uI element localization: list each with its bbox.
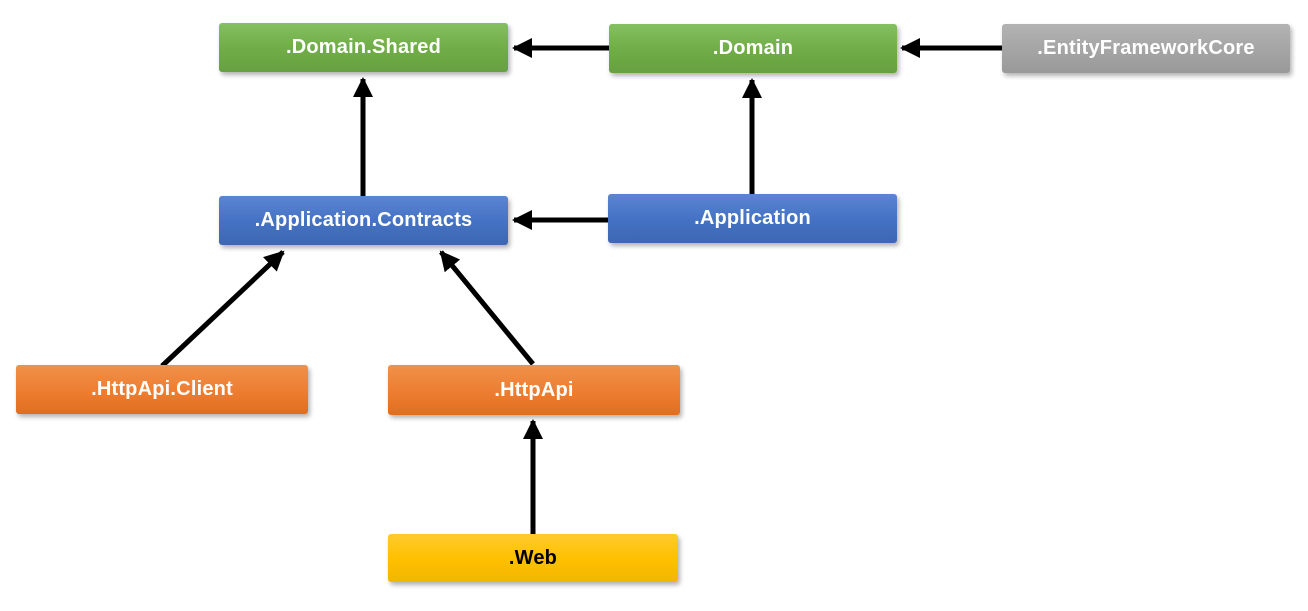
node-domain-label: .Domain — [712, 37, 794, 59]
node-httpapi-client: .HttpApi.Client — [16, 365, 308, 414]
node-httpapi-label: .HttpApi — [494, 378, 574, 401]
node-domain-shared-label: .Domain.Shared — [285, 36, 442, 58]
node-domain-shared: .Domain.Shared — [219, 23, 508, 72]
edge-httpapi-to-app-contracts — [439, 250, 535, 366]
node-application-label: .Application — [694, 207, 811, 229]
edge-httpapi-client-to-app-contracts — [160, 250, 285, 368]
node-web-label: .Web — [508, 546, 558, 569]
node-web: .Web — [388, 534, 678, 582]
node-entity-framework-core: .EntityFrameworkCore — [1002, 24, 1290, 73]
node-entity-framework-core-label: .EntityFrameworkCore — [1037, 37, 1255, 59]
node-application-contracts-label: .Application.Contracts — [254, 209, 473, 231]
node-domain: .Domain — [609, 24, 897, 73]
node-httpapi: .HttpApi — [388, 365, 680, 415]
node-application: .Application — [608, 194, 897, 243]
node-application-contracts: .Application.Contracts — [219, 196, 508, 245]
node-httpapi-client-label: .HttpApi.Client — [91, 378, 233, 400]
